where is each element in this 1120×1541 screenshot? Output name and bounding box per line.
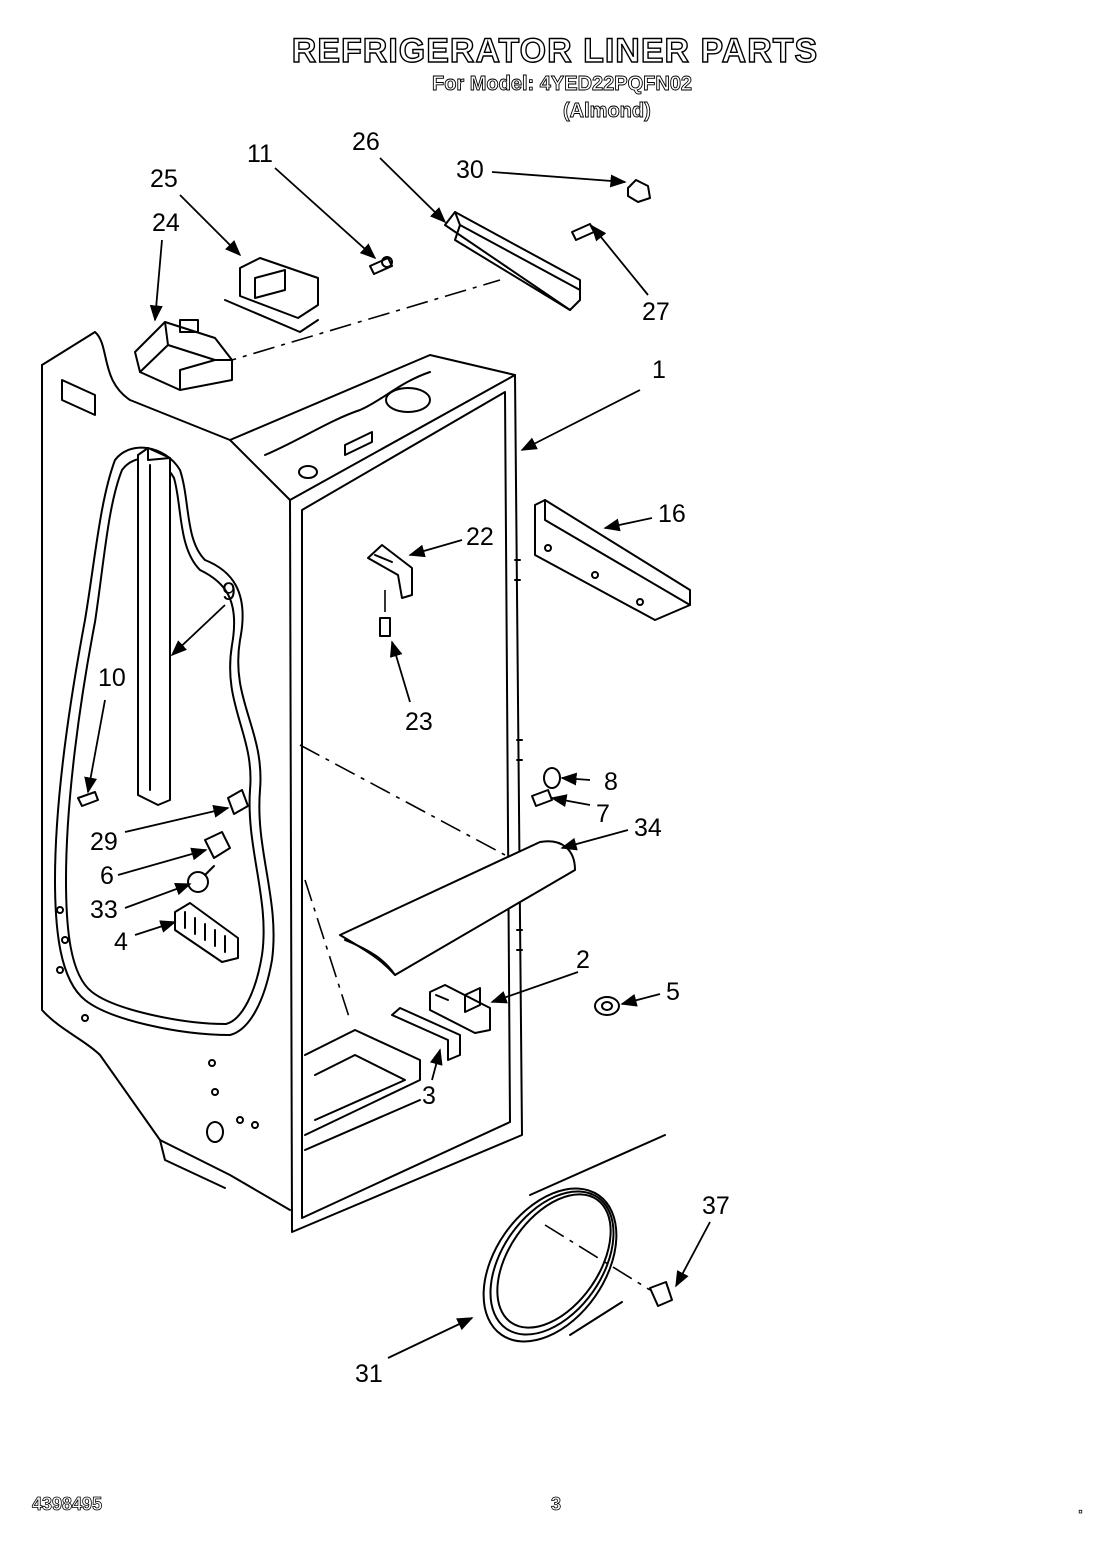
model-line: For Model: 4YED22PQFN02: [432, 73, 693, 96]
callout-9: 9: [222, 578, 236, 606]
part-3-bracket: [391, 1007, 461, 1061]
part-37-screw: [649, 1281, 673, 1307]
callout-33: 33: [90, 896, 118, 924]
callout-5: 5: [666, 978, 680, 1006]
callout-25: 25: [150, 165, 178, 193]
callout-26: 26: [352, 128, 380, 156]
callout-6: 6: [100, 862, 114, 890]
callout-29: 29: [90, 828, 118, 856]
callout-37: 37: [702, 1192, 730, 1220]
page-number: 3: [551, 1494, 562, 1515]
part-9-rail: [137, 447, 171, 806]
part-33-knob: [187, 865, 215, 893]
callout-30: 30: [456, 156, 484, 184]
part-25-bracket: [224, 257, 319, 333]
callout-labels: 1 2 3 4 5 6 7 8 9 10 11 16 22 23 24 25 2…: [90, 128, 730, 1388]
part-30-clip: [627, 179, 651, 203]
part-6: [204, 831, 231, 859]
liner-cabinet: [41, 279, 523, 1233]
callout-4: 4: [114, 928, 128, 956]
callout-16: 16: [658, 500, 686, 528]
callout-11: 11: [247, 140, 273, 168]
part-2-bracket: [429, 984, 491, 1034]
page-title: REFRIGERATOR LINER PARTS: [291, 31, 819, 70]
callout-31: 31: [355, 1360, 383, 1388]
part-8: [543, 767, 561, 789]
part-4-grille: [174, 902, 239, 963]
corner-dot: .: [1078, 1497, 1084, 1518]
leader-lines: [84, 157, 711, 1359]
callout-27: 27: [642, 298, 670, 326]
callout-8: 8: [604, 768, 618, 796]
callout-34: 34: [634, 814, 662, 842]
part-23-screw: [379, 617, 391, 637]
part-34-cover: [339, 840, 576, 976]
part-10-screw: [77, 791, 99, 807]
part-26-rail: [444, 211, 581, 311]
callout-1: 1: [652, 356, 666, 384]
part-7: [531, 789, 553, 807]
doc-number: 4398495: [32, 1494, 103, 1515]
callout-22: 22: [466, 523, 494, 551]
callout-2: 2: [576, 946, 590, 974]
part-31-coil: [482, 1134, 666, 1343]
callout-23: 23: [405, 708, 433, 736]
part-24-housing: [134, 319, 233, 391]
part-11-screw: [369, 256, 393, 275]
part-22-bracket: [367, 544, 413, 615]
part-27-screw: [571, 223, 595, 241]
part-29: [227, 789, 249, 815]
callout-3: 3: [422, 1082, 436, 1110]
callout-7: 7: [596, 800, 610, 828]
callout-10: 10: [98, 664, 126, 692]
callout-24: 24: [152, 209, 180, 237]
part-16-rail: [534, 499, 691, 621]
color-line: (Almond): [563, 100, 652, 123]
part-5-nut: [594, 996, 620, 1016]
